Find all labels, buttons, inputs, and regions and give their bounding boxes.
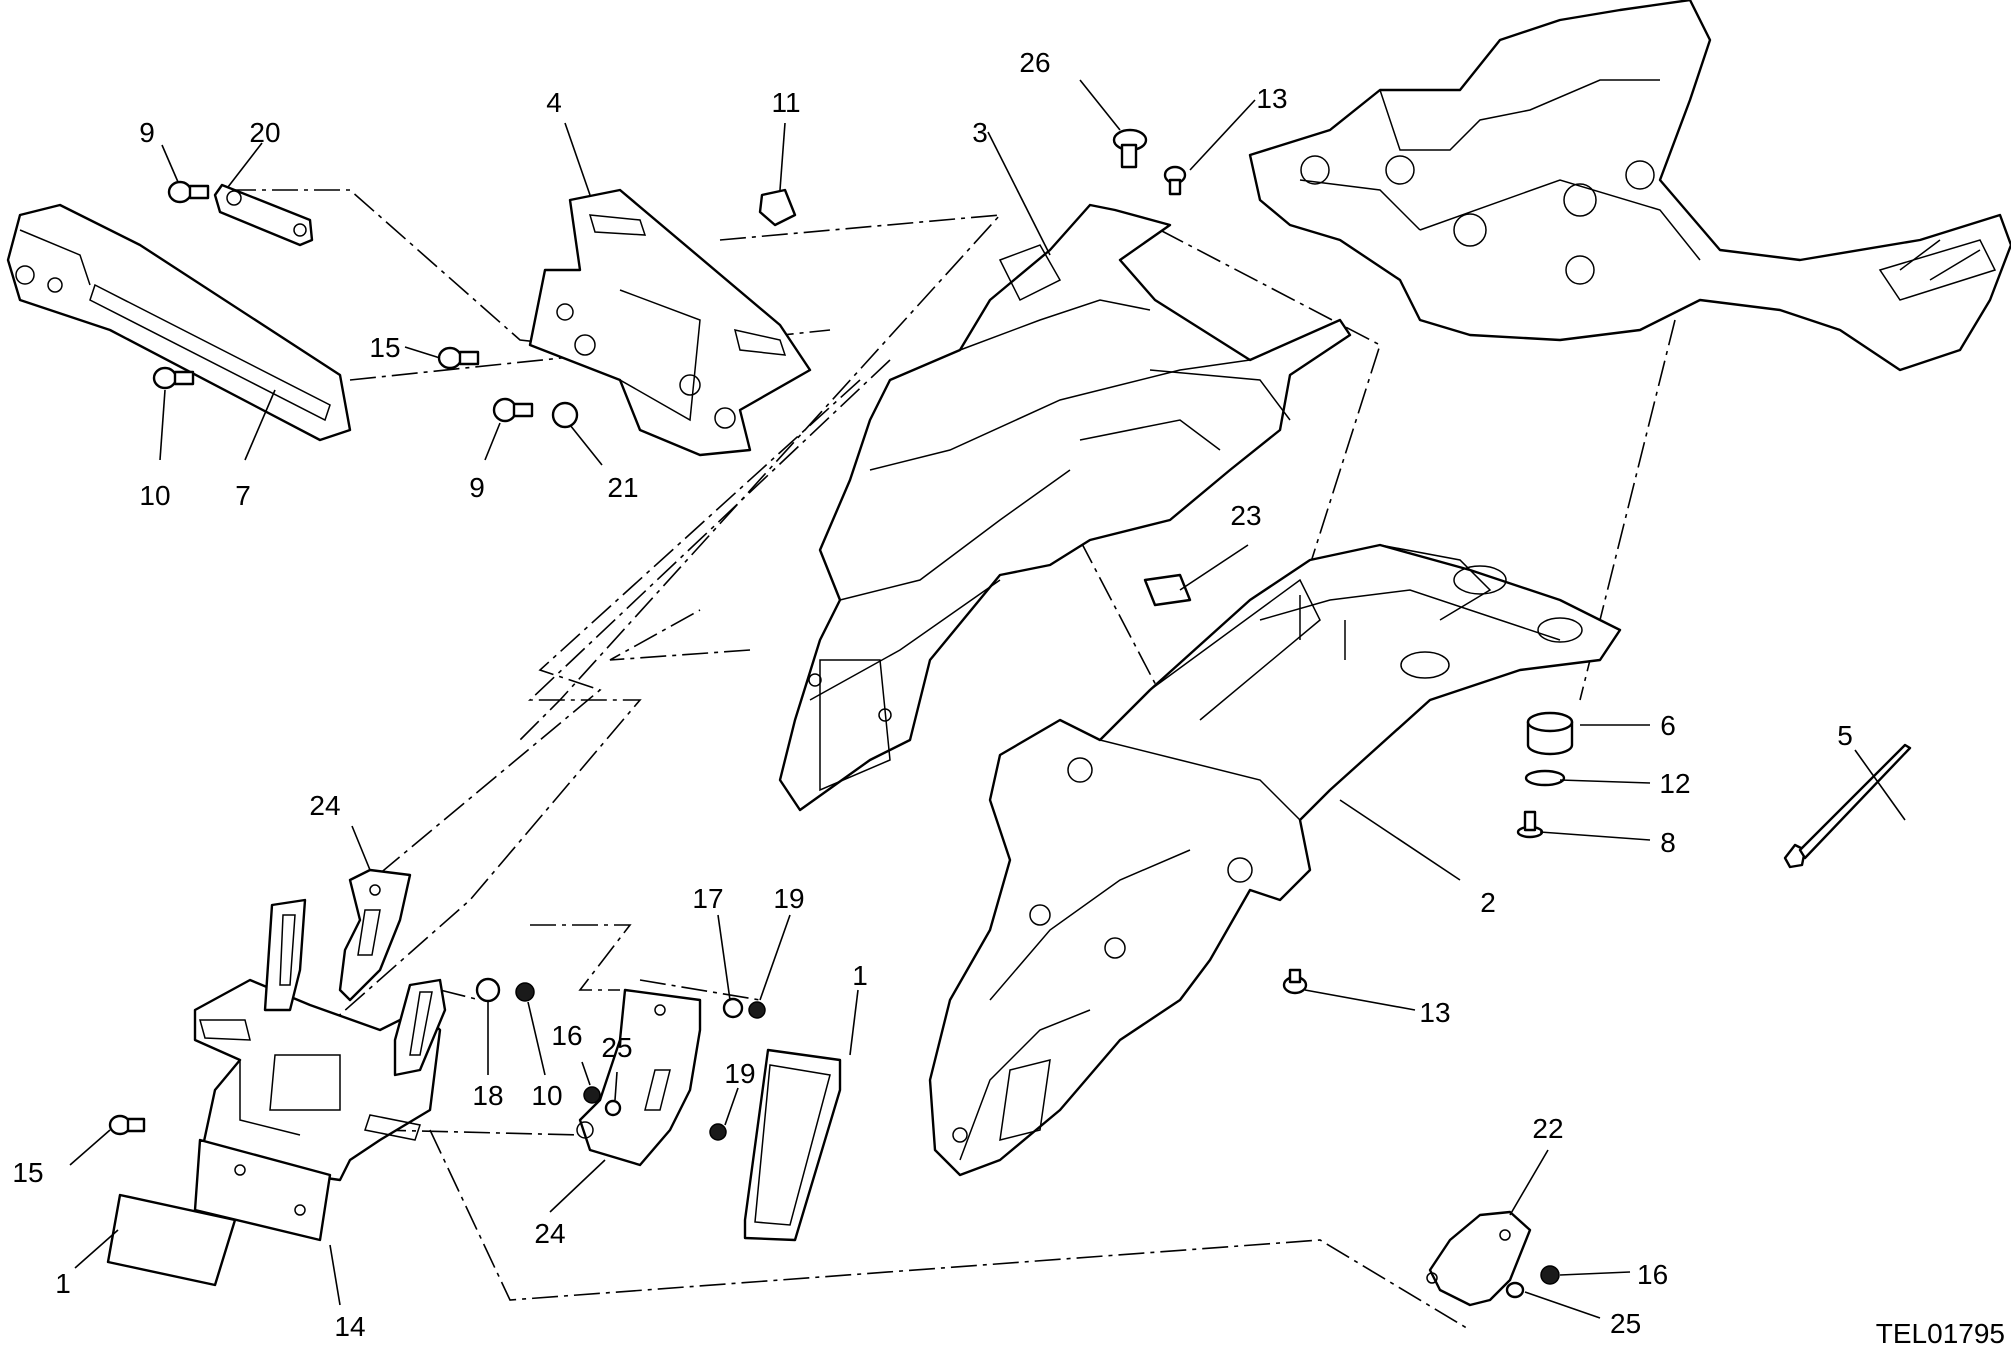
screw-part-13-bottom (1282, 968, 1308, 995)
leader-lines (69, 79, 1906, 1319)
callout-15-top: 15 (369, 332, 400, 363)
clip-part-23 (1143, 573, 1192, 607)
washer-part-25-center (604, 1099, 622, 1117)
callout-21: 21 (607, 472, 638, 503)
bracket-part-22 (1426, 1210, 1532, 1307)
callout-9-top: 9 (139, 117, 155, 148)
fender-part-3 (778, 203, 1352, 812)
callout-4: 4 (546, 87, 562, 118)
nut-part-19-top (748, 1001, 766, 1019)
callout-10-top: 10 (139, 480, 170, 511)
nut-part-10-bottom (515, 982, 535, 1002)
drawing-code: TEL01795 (1876, 1318, 2005, 1349)
callout-19-top: 19 (773, 883, 804, 914)
callout-1-left: 1 (55, 1268, 71, 1299)
callout-23: 23 (1230, 500, 1261, 531)
callout-24-top: 24 (309, 790, 340, 821)
callout-16-bottom: 16 (1637, 1259, 1668, 1290)
callout-18: 18 (472, 1080, 503, 1111)
callout-15-bottom: 15 (12, 1157, 43, 1188)
nut-part-16-bottom (1540, 1265, 1560, 1285)
callout-1-center: 1 (852, 960, 868, 991)
callout-14: 14 (334, 1311, 365, 1342)
callout-3: 3 (972, 117, 988, 148)
cable-tie-part-5 (1783, 743, 1912, 869)
reflector-part-1-center (743, 1048, 842, 1242)
callout-25-center: 25 (601, 1032, 632, 1063)
plate-part-20 (213, 183, 314, 247)
callout-26: 26 (1019, 47, 1050, 78)
callout-10-bottom: 10 (531, 1080, 562, 1111)
callout-9-mid: 9 (469, 472, 485, 503)
callout-13-top: 13 (1256, 83, 1287, 114)
callout-13-bottom: 13 (1419, 997, 1450, 1028)
callout-8: 8 (1660, 827, 1676, 858)
screw-part-15-top (437, 346, 480, 370)
callout-24-bottom: 24 (534, 1218, 565, 1249)
nut-part-16-center (583, 1086, 601, 1104)
screw-part-10-top (152, 366, 195, 390)
bracket-part-4 (528, 188, 812, 457)
bracket-part-24-top (338, 868, 412, 1002)
washer-part-25-bottom (1505, 1281, 1525, 1299)
callout-20: 20 (249, 117, 280, 148)
nut-part-19-bottom (709, 1123, 727, 1141)
bracket-part-24-center (576, 988, 702, 1167)
screw-part-13-top (1163, 165, 1187, 196)
screw-part-15-bottom (108, 1114, 146, 1136)
callout-25-bottom: 25 (1610, 1308, 1641, 1339)
bracket-part-7 (6, 203, 352, 442)
callout-16-center: 16 (551, 1020, 582, 1051)
mudguard-part-2 (928, 543, 1622, 1177)
washer-part-17 (722, 997, 744, 1019)
rivet-part-26 (1112, 128, 1148, 169)
callout-22: 22 (1532, 1113, 1563, 1144)
grommet-part-6 (1526, 711, 1574, 756)
washer-part-21 (551, 401, 579, 429)
plate-holder-arm-right (393, 978, 447, 1077)
callout-6: 6 (1660, 710, 1676, 741)
callout-2: 2 (1480, 887, 1496, 918)
screw-part-9-mid (492, 397, 534, 423)
plate-holder-part-14 (193, 978, 442, 1242)
reflector-part-1-left (106, 1193, 237, 1287)
rear-subframe (1248, 0, 2011, 372)
washer-part-12 (1524, 769, 1566, 787)
callout-17: 17 (692, 883, 723, 914)
washer-part-18 (475, 977, 501, 1003)
callout-11: 11 (771, 87, 800, 118)
clip-part-11 (758, 188, 797, 227)
callout-7: 7 (235, 480, 251, 511)
screw-part-9-top (167, 180, 210, 204)
screw-part-8 (1516, 810, 1544, 839)
callout-19-bottom: 19 (724, 1058, 755, 1089)
callout-12: 12 (1659, 768, 1690, 799)
plate-holder-arm-left (263, 898, 307, 1012)
callout-labels: 9 20 4 11 3 26 13 15 10 7 9 21 23 6 5 12… (12, 47, 2005, 1349)
callout-5: 5 (1837, 720, 1853, 751)
